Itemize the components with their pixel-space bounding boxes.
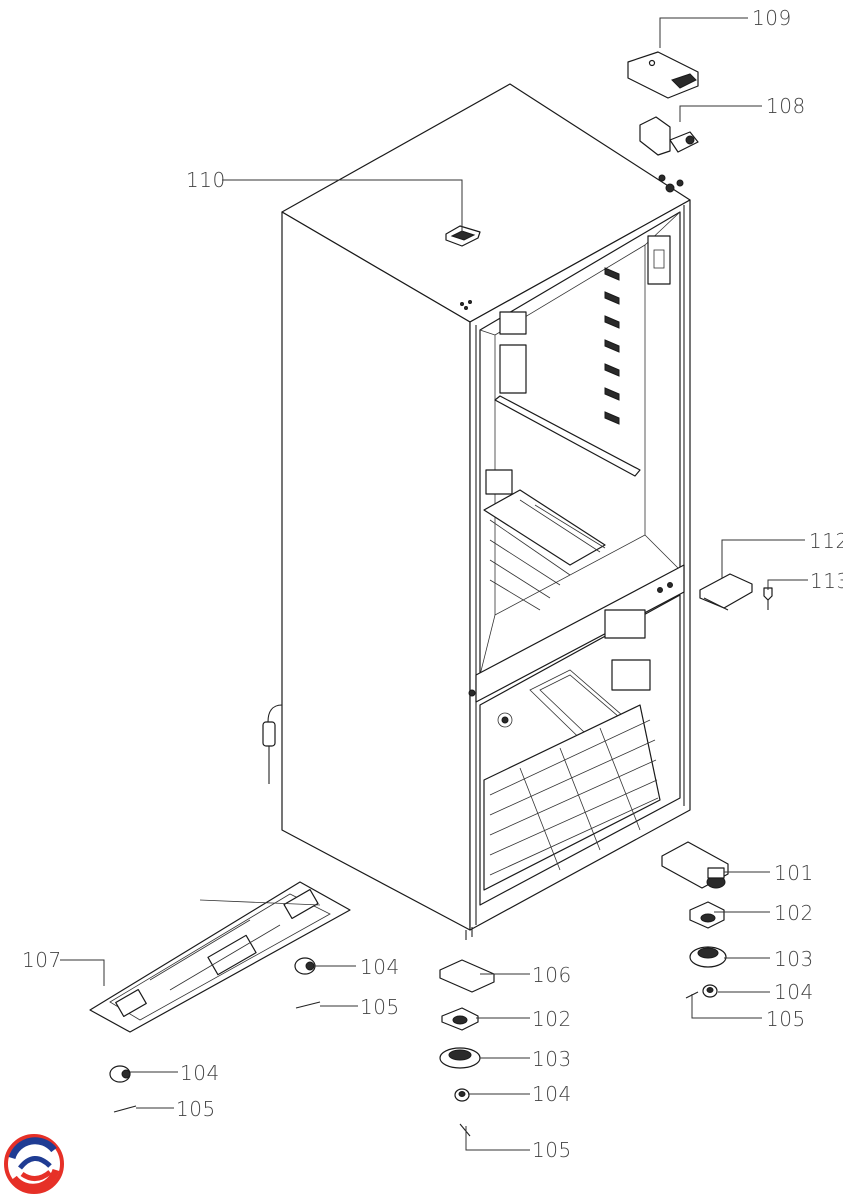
power-cord bbox=[262, 704, 283, 784]
refrigerator-cabinet bbox=[281, 83, 691, 940]
callout-101: 101 bbox=[774, 861, 814, 885]
spacer-104-middle bbox=[294, 957, 316, 975]
leveling-foot-102-right bbox=[689, 901, 725, 929]
callout-106: 106 bbox=[532, 963, 572, 987]
brand-logo bbox=[4, 1134, 64, 1194]
callout-105-center: 105 bbox=[532, 1138, 572, 1162]
pin-105-center bbox=[459, 1123, 471, 1137]
adjusting-nut-103-center bbox=[439, 1047, 481, 1069]
callout-112: 112 bbox=[809, 529, 843, 553]
middle-hinge-112 bbox=[699, 573, 753, 611]
freezer-ribs bbox=[483, 704, 661, 891]
top-hinge-108 bbox=[639, 116, 699, 156]
callout-103-center: 103 bbox=[532, 1047, 572, 1071]
top-cover-110 bbox=[445, 225, 481, 247]
callout-108: 108 bbox=[766, 94, 806, 118]
hinge-pin-113 bbox=[763, 587, 773, 610]
base-plate-107 bbox=[89, 881, 351, 1033]
callout-107: 107 bbox=[22, 948, 62, 972]
callout-104-right: 104 bbox=[774, 980, 814, 1004]
hinge-plate-106 bbox=[439, 959, 495, 993]
leader-lines bbox=[60, 17, 808, 1151]
callout-105-right: 105 bbox=[766, 1007, 806, 1031]
shelf-supports bbox=[499, 267, 620, 425]
floor-ribs bbox=[483, 469, 606, 611]
callout-104-center: 104 bbox=[532, 1082, 572, 1106]
callout-103-right: 103 bbox=[774, 947, 814, 971]
bottom-hinge-101 bbox=[661, 841, 729, 889]
callout-109: 109 bbox=[752, 6, 792, 30]
spacer-104-center bbox=[454, 1088, 470, 1102]
adjusting-nut-103-right bbox=[689, 946, 727, 968]
leveling-foot-102-center bbox=[441, 1007, 479, 1031]
callout-102-right: 102 bbox=[774, 901, 814, 925]
pin-105-middle bbox=[295, 1001, 321, 1009]
spacer-104-left bbox=[109, 1065, 131, 1083]
callout-labels: 109 108 110 112 113 101 102 103 104 105 … bbox=[22, 6, 843, 1162]
callout-104-middle: 104 bbox=[360, 955, 400, 979]
spacer-104-right bbox=[702, 984, 718, 998]
callout-105-middle: 105 bbox=[360, 995, 400, 1019]
callout-110: 110 bbox=[186, 168, 226, 192]
callout-113: 113 bbox=[810, 569, 843, 593]
hinge-cover-109 bbox=[627, 51, 699, 99]
callout-102-center: 102 bbox=[532, 1007, 572, 1031]
callout-104-left: 104 bbox=[180, 1061, 220, 1085]
pin-105-left bbox=[113, 1105, 137, 1113]
callout-105-left: 105 bbox=[176, 1097, 216, 1121]
